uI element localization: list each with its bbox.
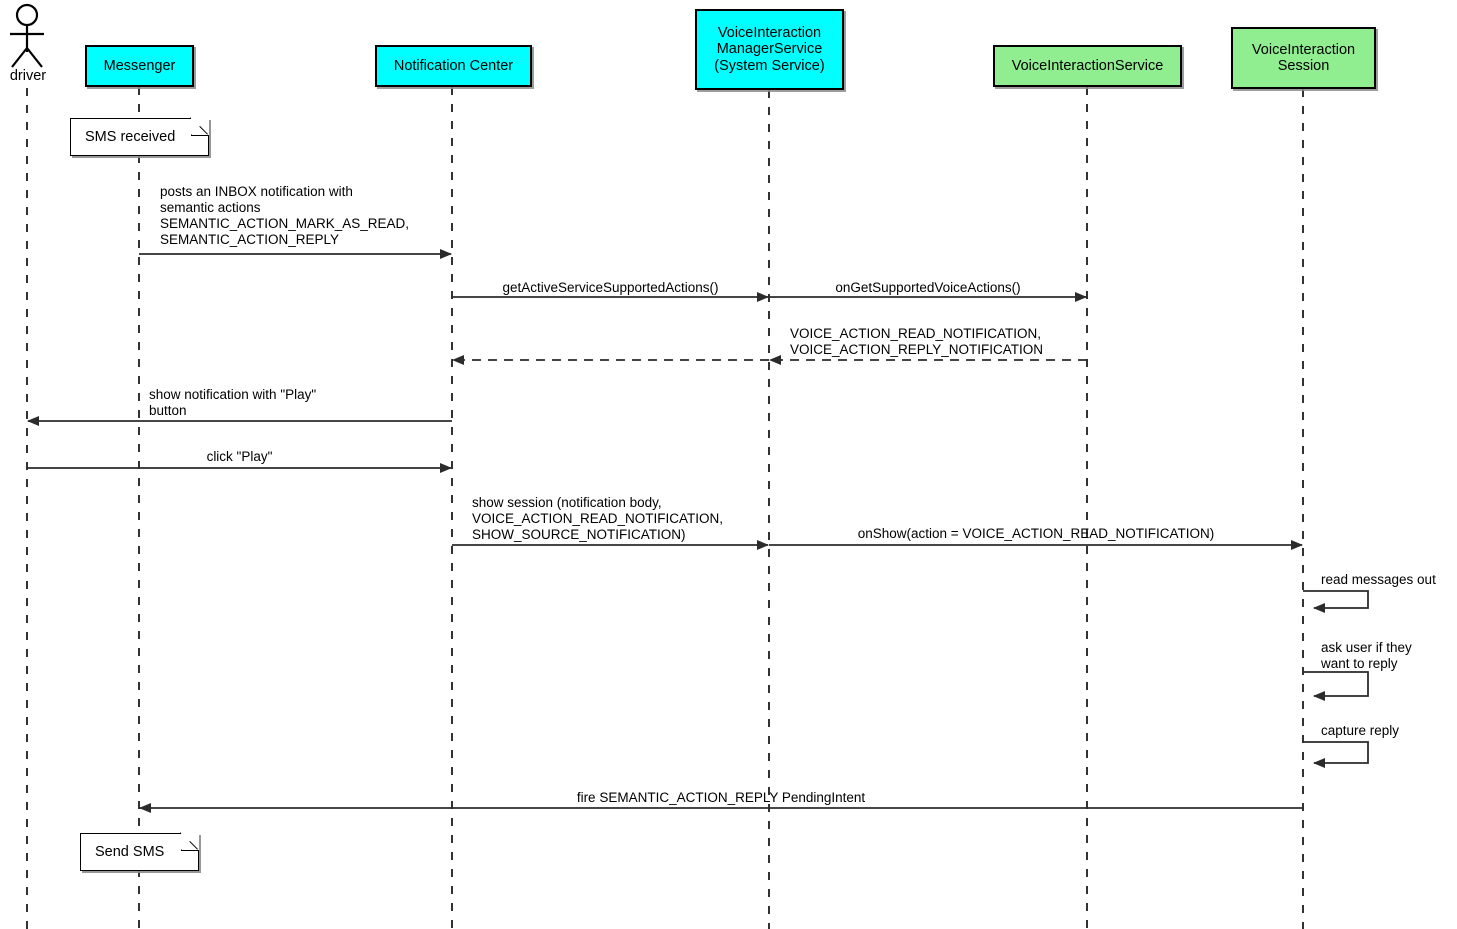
message-label-fire-semantic-action-reply-pendingintent: fire SEMANTIC_ACTION_REPLY PendingIntent <box>576 790 866 805</box>
note-sms-received-text: SMS received <box>85 129 176 145</box>
message-label-post-notification: posts an INBOX notification with semanti… <box>160 184 410 247</box>
self-message-label-capture-reply: capture reply <box>1321 723 1400 738</box>
participant-notification-center[interactable]: Notification Center <box>375 45 532 87</box>
message-label-show-notification-with-play-button: show notification with "Play" button <box>149 387 317 418</box>
participant-voiceinteractionmanagerservice[interactable]: VoiceInteraction ManagerService (System … <box>695 9 844 90</box>
self-message-label-read-messages-out: read messages out <box>1321 572 1436 587</box>
participant-messenger[interactable]: Messenger <box>85 45 194 87</box>
actor-stick-figure-group <box>10 3 44 68</box>
note-fold-corner-icon <box>191 117 209 136</box>
self-message-arrow-self-read-messages-out <box>1303 590 1369 613</box>
actor-head-icon <box>15 3 39 27</box>
actor-leg-left-icon <box>11 47 28 68</box>
participant-voiceinteractionservice[interactable]: VoiceInteractionService <box>993 45 1182 87</box>
message-label-return-voice-actions: VOICE_ACTION_READ_NOTIFICATION, VOICE_AC… <box>790 326 1044 357</box>
lifelines-group <box>26 87 1304 929</box>
self-message-label-ask-user-if-they-want-to-reply: ask user if they want to reply <box>1321 640 1412 671</box>
message-label-get-active-service-supported-actions: getActiveServiceSupportedActions() <box>502 280 719 295</box>
message-label-on-show: onShow(action = VOICE_ACTION_READ_NOTIFI… <box>857 526 1215 541</box>
actor-leg-right-icon <box>26 47 43 68</box>
message-label-click-play: click "Play" <box>206 449 273 464</box>
self-message-arrow-self-ask-user-if-they-want-to-reply <box>1303 671 1369 701</box>
message-label-show-session: show session (notification body, VOICE_A… <box>472 495 724 542</box>
participant-voiceinteractionsession[interactable]: VoiceInteraction Session <box>1231 27 1376 89</box>
messages-group <box>27 249 1303 813</box>
self-message-arrow-self-capture-reply <box>1303 741 1369 768</box>
self-messages-group <box>1303 590 1369 768</box>
actor-label-driver: driver <box>9 68 47 84</box>
note-send-sms: Send SMS <box>80 832 199 871</box>
note-fold-corner-icon <box>181 832 199 851</box>
note-sms-received: SMS received <box>70 117 209 156</box>
message-label-on-get-supported-voice-actions: onGetSupportedVoiceActions() <box>835 280 1021 295</box>
note-send-sms-text: Send SMS <box>95 844 165 860</box>
